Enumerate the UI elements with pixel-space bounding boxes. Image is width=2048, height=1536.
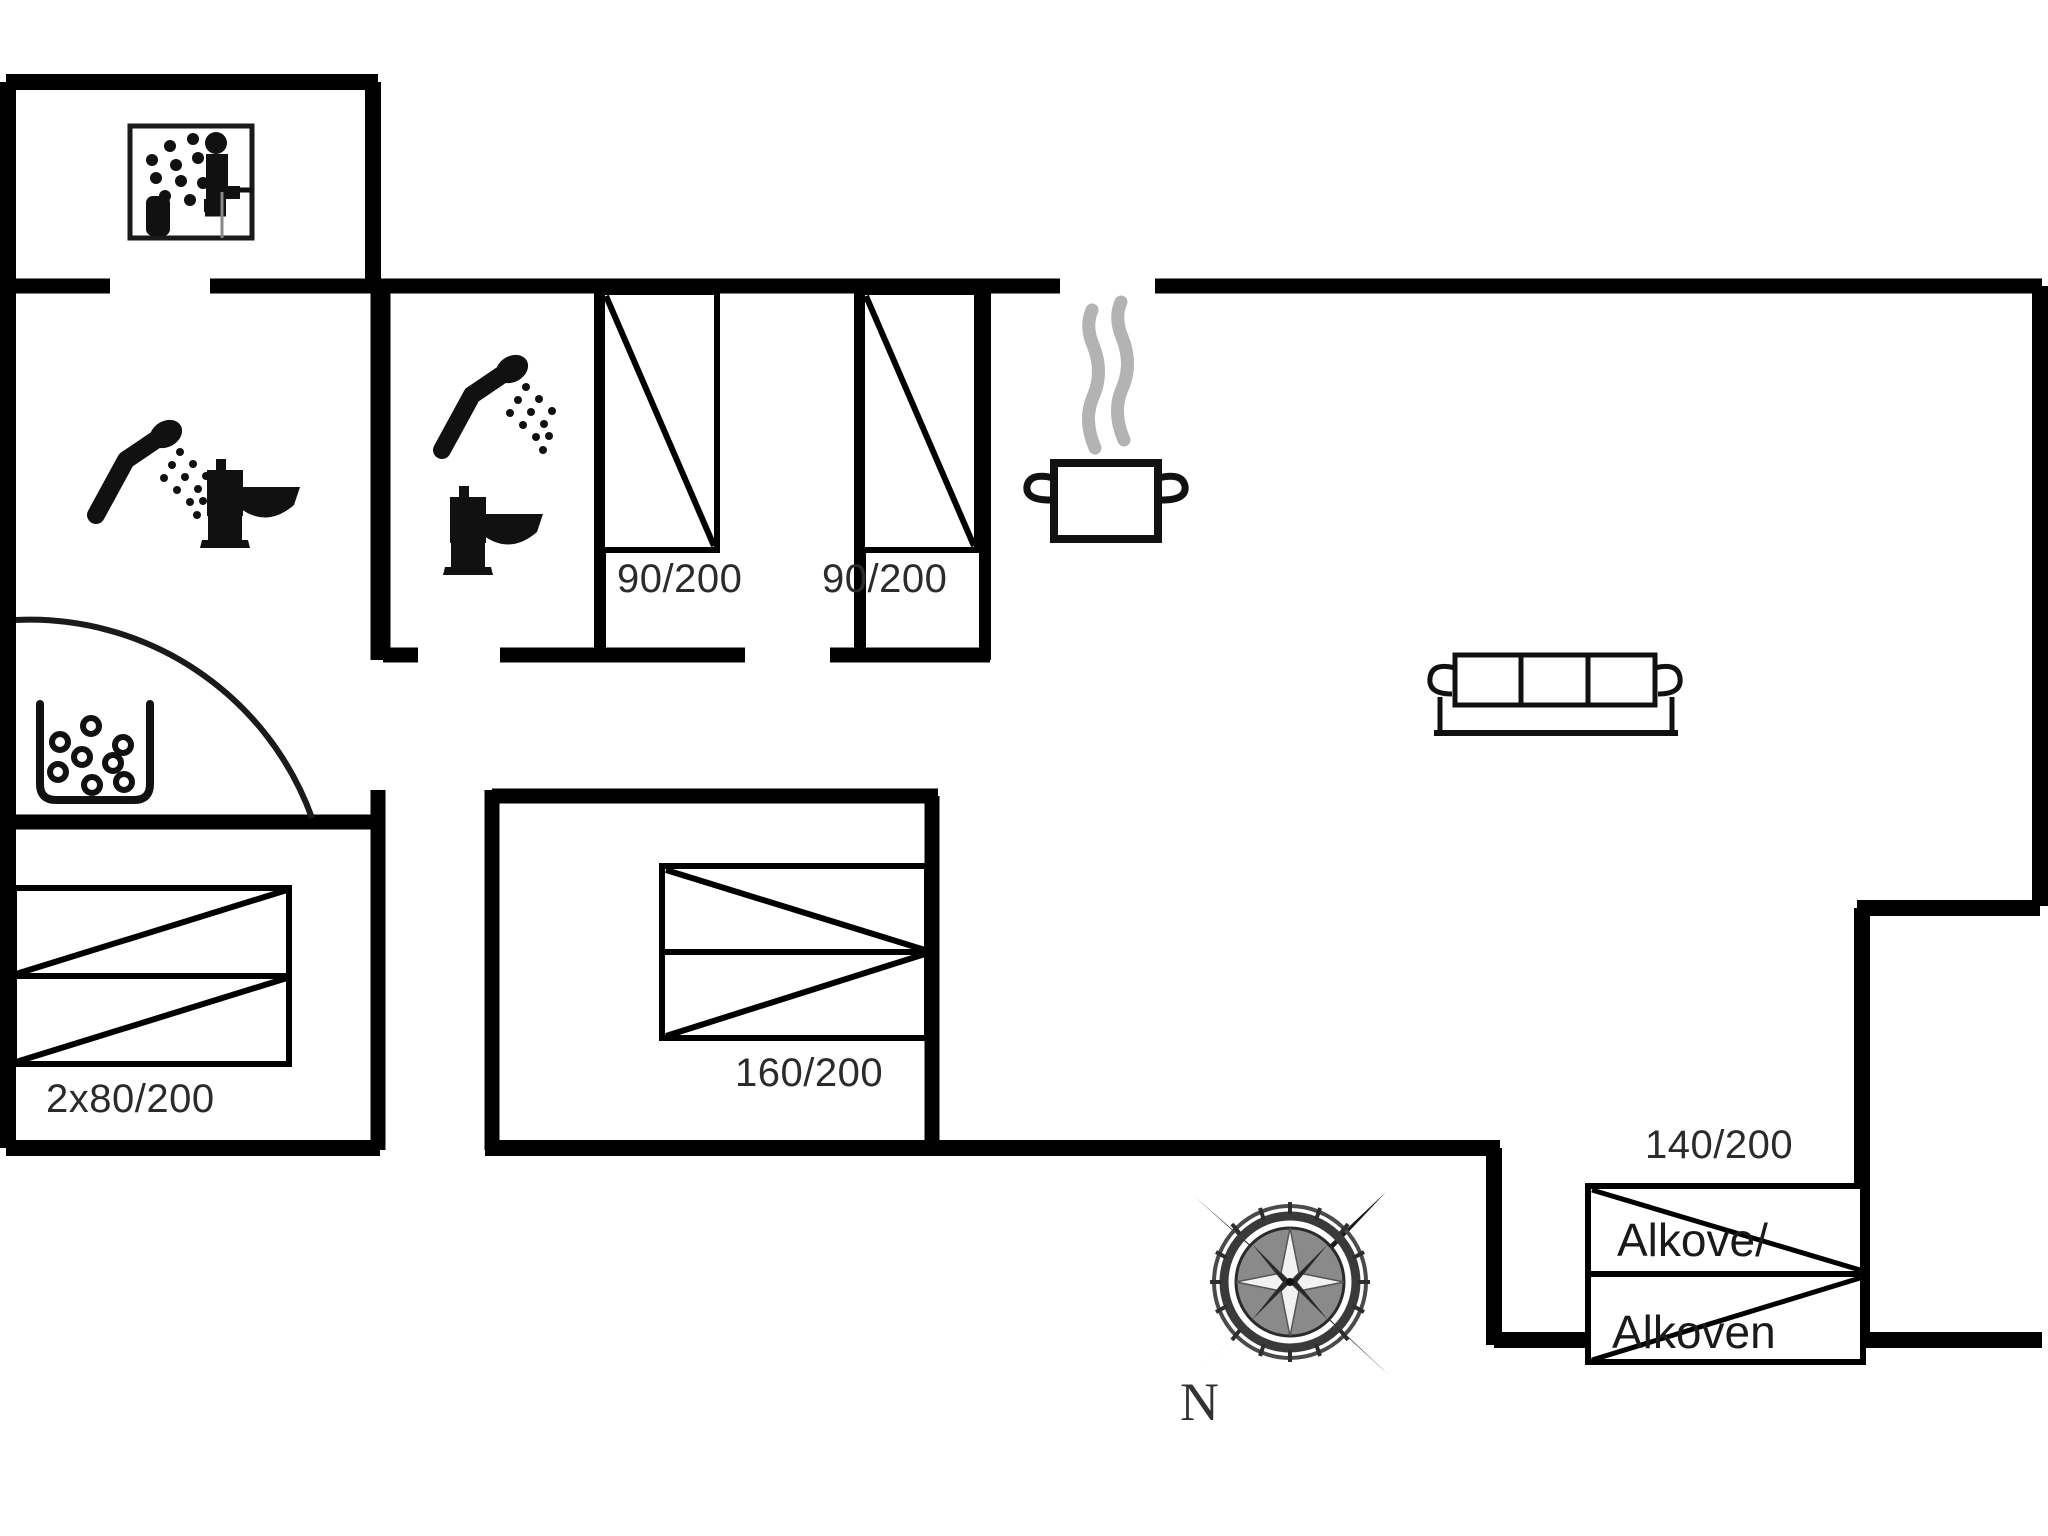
- double-bed-upper-diagonal: [665, 867, 926, 953]
- cooking-pot-icon: [1023, 295, 1189, 543]
- bunk-bed-upper-diagonal: [15, 887, 288, 977]
- alcove-bed-group: [1585, 1183, 1866, 1365]
- single-bed-left-group: [599, 289, 720, 553]
- bunk-bed-group: [11, 885, 292, 1067]
- door-swing-arc: [15, 616, 315, 820]
- shower-icon-bath1: [87, 419, 210, 524]
- bunk-bed-dimension-label: 2x80/200: [46, 1077, 215, 1121]
- alcove-dimension-label: 140/200: [1645, 1123, 1793, 1167]
- toilet-icon-bath1: [200, 459, 300, 548]
- shower-icon-bath2: [433, 354, 556, 459]
- sauna-icon: [127, 123, 255, 241]
- alcove-label-line2: Alkoven: [1612, 1306, 1776, 1358]
- compass-north-label: N: [1180, 1372, 1219, 1432]
- single-bed-right-dimension-label: 90/200: [822, 557, 947, 601]
- double-bed-lower-diagonal: [665, 951, 926, 1039]
- double-bed-dimension-label: 160/200: [735, 1051, 883, 1095]
- toilet-icon-bath2: [443, 486, 543, 575]
- bunk-bed-lower-diagonal: [15, 975, 288, 1065]
- single-bed-left-dimension-label: 90/200: [617, 557, 742, 601]
- sofa-icon: [1427, 652, 1683, 736]
- alcove-bed-lower-diagonal: [1591, 1275, 1861, 1363]
- alcove-bed-upper-diagonal: [1591, 1187, 1861, 1273]
- whirlpool-icon: [36, 700, 154, 804]
- single-bed-left-diagonal: [603, 294, 717, 548]
- compass-rose-icon: [1194, 1192, 1390, 1376]
- double-bed-group: [659, 863, 930, 1041]
- single-bed-right-diagonal: [863, 294, 977, 548]
- alcove-label-line1: Alkove/: [1617, 1214, 1768, 1266]
- single-bed-right-group: [859, 289, 980, 553]
